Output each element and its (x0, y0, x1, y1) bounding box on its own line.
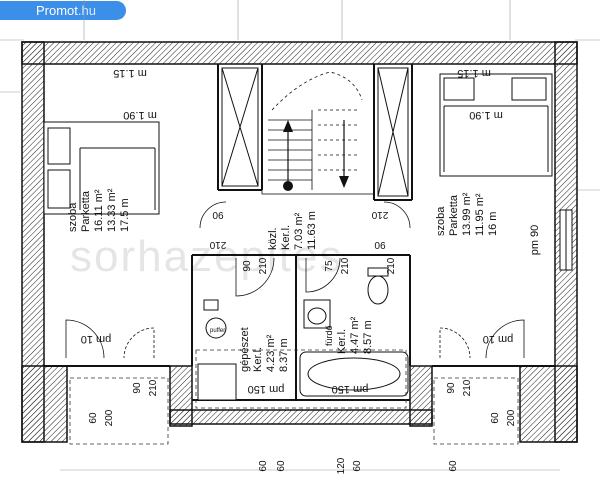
door-dim-3: 90 (374, 239, 386, 250)
bath-vol: 8.57 m (362, 320, 374, 354)
door-dim-6: 210 (258, 257, 269, 274)
bath-floor: Ker.l. (336, 329, 348, 354)
door-dim-2: 210 (209, 239, 226, 250)
room-label-bath: fürdő Ker.l. 4.47 m² 8.57 m (324, 316, 374, 354)
mechanical-fixtures (197, 299, 237, 401)
door-dim-right-1: 90 (446, 382, 457, 394)
bed-right (439, 73, 553, 177)
mech-vol: 8.37 m (278, 338, 290, 372)
bath-name: fürdő (324, 325, 334, 346)
dim-right-room-width: m 1.15 (457, 67, 491, 79)
door-dim-4: 210 (371, 209, 388, 220)
door-dim-right-2: 210 (462, 379, 473, 396)
room-right-vol: 11.95 m² (474, 193, 486, 236)
watermark-site: Promot (36, 3, 78, 18)
bed-left (43, 121, 160, 215)
construction-lines (0, 0, 600, 471)
promot-watermark-badge: Promot.hu (0, 1, 126, 20)
dim-pm150-right: pm 150 (332, 383, 369, 395)
dim-pm10-right: pm 10 (483, 333, 514, 345)
right-window (559, 209, 573, 271)
door-dim-1: 90 (212, 209, 224, 220)
bath-area: 4.47 m² (349, 316, 361, 354)
room-label-mech: gépészet Ker.l. 4.23 m² 8.37 m (239, 327, 290, 372)
dim-pm150-left: pm 150 (248, 383, 285, 395)
room-left-vol: 13.33 m² (106, 188, 118, 232)
room-left-floor: Parketta (80, 190, 92, 232)
puffer-label: puffer (210, 328, 225, 334)
room-label-hall: közl. Ker.l. 7.03 m² 11.63 m (267, 211, 318, 250)
mech-name: gépészet (239, 327, 251, 372)
door-dim-8: 210 (340, 257, 351, 274)
dim-pm90: pm 90 (529, 225, 541, 256)
bottom-dim-4: 60 (352, 460, 363, 472)
window-dim-left-2: 200 (104, 409, 115, 426)
window-dim-left-1: 60 (88, 412, 99, 424)
room-left-name: szoba (67, 202, 79, 232)
balcony-outlines (69, 349, 519, 445)
door-dim-left-2: 210 (148, 379, 159, 396)
hall-floor: Ker.l. (280, 225, 292, 250)
wardrobes (221, 67, 409, 197)
room-label-left: szoba Parketta 16.11 m² 13.33 m² 17.5 m (67, 188, 131, 232)
room-right-area: 13.99 m² (461, 192, 473, 236)
door-dimensions: 90 210 90 210 90 210 75 210 210 90 210 9… (88, 209, 517, 474)
mech-area: 4.23 m² (265, 334, 277, 372)
stair-arrows (283, 120, 349, 191)
room-left-area: 16.11 m² (93, 189, 105, 232)
room-right-floor: Parketta (448, 194, 460, 236)
door-dim-9: 210 (386, 257, 397, 274)
door-dim-left-1: 90 (132, 382, 143, 394)
mech-floor: Ker.l. (252, 347, 264, 372)
room-right-name: szoba (435, 206, 447, 236)
door-swings (65, 201, 525, 359)
window-dim-right-2: 200 (506, 409, 517, 426)
dim-right-room-height: m 1.90 (469, 109, 503, 121)
bottom-dim-1: 60 (258, 460, 269, 472)
hall-area: 7.03 m² (293, 212, 305, 250)
staircase (261, 63, 375, 195)
hall-vol: 11.63 m (306, 211, 318, 250)
room-right-height: 16 m (487, 212, 499, 236)
bottom-dim-5: 60 (448, 460, 459, 472)
watermark-tld: .hu (77, 3, 96, 18)
hall-name: közl. (267, 227, 279, 250)
bottom-dim-3: 120 (336, 457, 347, 474)
bathroom-fixtures (299, 267, 409, 397)
room-label-right: szoba Parketta 13.99 m² 11.95 m² 16 m (435, 192, 499, 236)
window-dim-right-1: 60 (490, 412, 501, 424)
dim-pm10-left: pm 10 (81, 333, 112, 345)
room-left-height: 17.5 m (119, 198, 131, 232)
dim-left-room-width: m 1.15 (113, 67, 147, 79)
dim-left-room-height: m 1.90 (123, 109, 157, 121)
inner-walls (44, 64, 555, 401)
bottom-dim-2: 60 (276, 460, 287, 472)
door-dim-5: 90 (242, 260, 253, 272)
door-dim-7: 75 (324, 260, 335, 272)
